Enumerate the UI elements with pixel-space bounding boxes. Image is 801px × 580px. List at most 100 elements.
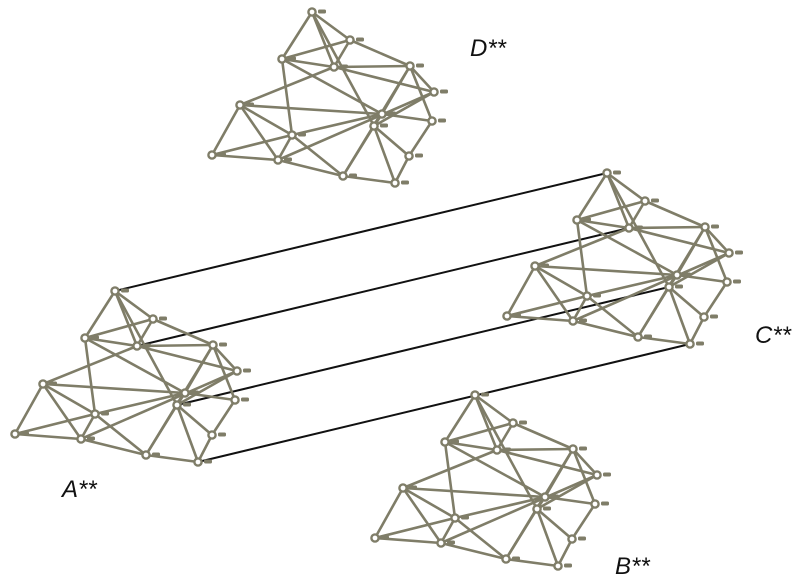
vertex-tag <box>218 152 226 157</box>
graph-vertex <box>572 215 582 225</box>
graph-edge <box>373 486 405 540</box>
graph-a <box>10 286 251 467</box>
vertex-tag <box>49 381 57 386</box>
vertex-tag <box>503 447 511 452</box>
graph-edge <box>575 218 679 277</box>
vertex-tag <box>219 342 227 347</box>
graph-edge <box>276 158 345 178</box>
vertex-tag <box>121 288 129 293</box>
vertex-tag <box>512 556 520 561</box>
graph-vertex <box>700 222 710 232</box>
vertex-tag <box>21 431 29 436</box>
graph-edge <box>280 57 294 137</box>
vertex-tag <box>388 111 396 116</box>
graph-edge <box>636 285 671 339</box>
graph-vertex <box>664 282 674 292</box>
graph-edge <box>196 433 214 464</box>
graph-vertex <box>567 534 577 544</box>
label-d: D** <box>470 35 507 62</box>
graph-vertex <box>450 513 460 523</box>
graph-edge <box>211 343 237 402</box>
graph-edge <box>407 119 434 158</box>
graph-edge <box>113 289 155 321</box>
graph-edge <box>667 285 706 319</box>
graph-vertex <box>553 561 563 571</box>
graph-vertex <box>685 339 695 349</box>
graph-edge <box>702 280 729 319</box>
graph-vertex <box>592 470 602 480</box>
graph-edge <box>332 38 352 69</box>
graph-edge <box>495 421 515 452</box>
graph-edge <box>473 393 515 425</box>
vertex-tag <box>409 485 417 490</box>
graph-edge <box>585 273 679 298</box>
graph-edge <box>453 495 547 520</box>
graph-edge <box>372 124 397 185</box>
vertex-tag <box>356 37 364 42</box>
graph-vertex <box>501 554 511 564</box>
graph-vertex <box>208 340 218 350</box>
connector-line <box>197 343 691 463</box>
vertex-tag <box>401 180 409 185</box>
vertex-tag <box>87 436 95 441</box>
graph-edge <box>210 133 294 157</box>
graph-vertex <box>568 444 578 454</box>
vertex-tag <box>710 314 718 319</box>
graph-edge <box>571 319 640 339</box>
graph-vertex <box>390 178 400 188</box>
vertex-tag <box>613 170 621 175</box>
vertex-tag <box>735 250 743 255</box>
vertex-tag <box>243 368 251 373</box>
graph-edge <box>144 403 179 457</box>
vertex-tag <box>447 540 455 545</box>
graph-edge <box>310 10 352 42</box>
graph-edge <box>175 403 214 437</box>
graph-edge <box>504 507 539 561</box>
graph-edge <box>41 382 97 416</box>
vertex-tag <box>579 318 587 323</box>
graph-vertex <box>568 316 578 326</box>
graph-edge <box>13 382 45 436</box>
graph-vertex <box>436 538 446 548</box>
graph-vertex <box>307 7 317 17</box>
graph-edge <box>401 486 457 520</box>
graph-edge <box>408 64 436 94</box>
graph-vertex <box>38 379 48 389</box>
graph-vertex <box>338 171 348 181</box>
graph-edge <box>533 264 679 277</box>
graph-d <box>207 7 448 188</box>
graph-vertex <box>273 155 283 165</box>
graph-vertex <box>132 341 142 351</box>
graph-edge <box>533 264 575 323</box>
connector-line <box>136 227 630 347</box>
vertex-tag <box>519 420 527 425</box>
vertex-tag <box>318 9 326 14</box>
vertex-tag <box>204 459 212 464</box>
graph-vertex <box>76 434 86 444</box>
vertex-tag <box>541 263 549 268</box>
vertex-tag <box>551 494 559 499</box>
graph-edge <box>627 199 647 230</box>
graph-vertex <box>540 492 550 502</box>
graph-edge <box>605 171 647 203</box>
graph-vertex <box>699 312 709 322</box>
graph-vertex <box>235 100 245 110</box>
vertex-tag <box>349 173 357 178</box>
vertex-tag <box>218 432 226 437</box>
graph-vertex <box>530 261 540 271</box>
graph-vertex <box>90 409 100 419</box>
vertex-tag <box>438 118 446 123</box>
graph-edge <box>238 103 280 162</box>
graph-vertex <box>722 277 732 287</box>
graph-edge <box>453 516 508 561</box>
graph-edge <box>276 90 436 162</box>
graph-vertex <box>110 286 120 296</box>
vertex-tag <box>381 535 389 540</box>
graph-edge <box>13 412 97 436</box>
vertex-tag <box>461 515 469 520</box>
graph-vertex <box>172 400 182 410</box>
graph-edge <box>83 336 97 416</box>
graph-edge <box>175 403 200 464</box>
connector-line <box>114 172 608 292</box>
